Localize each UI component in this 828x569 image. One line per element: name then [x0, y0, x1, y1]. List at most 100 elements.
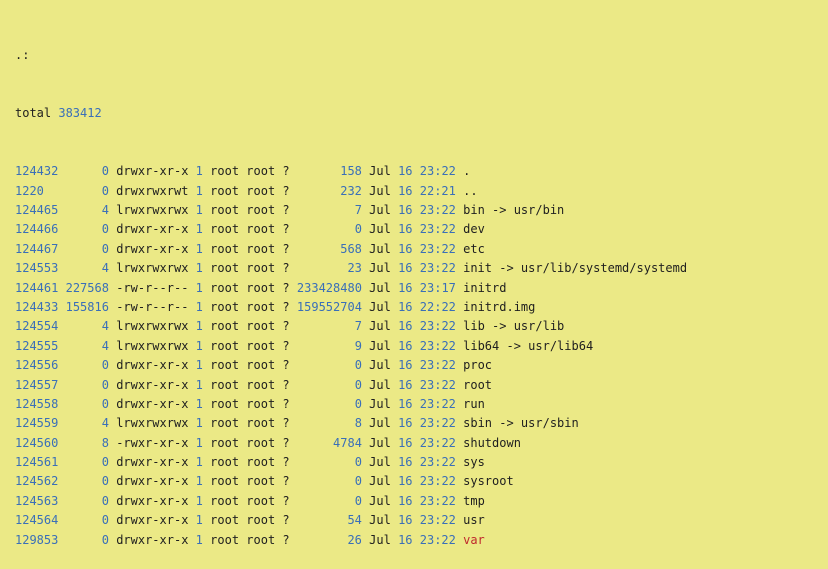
- month: Jul: [369, 222, 391, 237]
- month: Jul: [369, 203, 391, 217]
- file-name: sys: [463, 455, 485, 470]
- size: 4784: [333, 435, 362, 450]
- size: 8: [354, 416, 362, 431]
- permissions: lrwxrwxrwx: [116, 416, 189, 431]
- table-row: 124433 155816 -rw-r--r-- 1 root root ? 1…: [15, 298, 820, 317]
- file-name: dev: [463, 222, 485, 237]
- owner: root: [210, 396, 240, 411]
- owner: root: [210, 261, 240, 276]
- permissions: drwxr-xr-x: [116, 358, 189, 373]
- owner: root: [210, 435, 240, 450]
- permissions: drwxr-xr-x: [116, 513, 189, 528]
- month: Jul: [369, 416, 391, 431]
- size: 0: [354, 358, 362, 373]
- inode: 129853: [15, 532, 59, 547]
- day: 16: [398, 377, 413, 392]
- size: 26: [347, 532, 362, 547]
- security-context: ?: [282, 222, 290, 237]
- month: Jul: [369, 261, 391, 276]
- owner: root: [210, 241, 240, 256]
- blocks: 0: [101, 183, 109, 198]
- file-name: sysroot: [463, 474, 514, 489]
- terminal-output: .: total 383412 124432 0 drwxr-xr-x 1 ro…: [15, 7, 820, 569]
- day: 16: [398, 319, 413, 334]
- owner: root: [210, 416, 240, 431]
- inode: 124467: [15, 241, 59, 256]
- table-row: 124465 4 lrwxrwxrwx 1 root root ? 7 Jul …: [15, 201, 820, 220]
- table-row: 124564 0 drwxr-xr-x 1 root root ? 54 Jul…: [15, 511, 820, 530]
- links: 1: [195, 164, 203, 179]
- size: 0: [354, 474, 362, 489]
- blocks: 0: [101, 493, 109, 508]
- size: 568: [340, 241, 362, 256]
- group: root: [246, 280, 276, 295]
- owner: root: [210, 474, 240, 489]
- file-name: init -> usr/lib/systemd/systemd: [463, 261, 688, 276]
- group: root: [246, 532, 276, 547]
- table-row: 124467 0 drwxr-xr-x 1 root root ? 568 Ju…: [15, 240, 820, 259]
- day: 16: [398, 183, 413, 198]
- time: 23:22: [419, 164, 456, 179]
- size: 23: [347, 261, 362, 276]
- file-name: root: [463, 377, 493, 392]
- inode: 124559: [15, 416, 59, 431]
- links: 1: [195, 416, 203, 431]
- group: root: [246, 319, 276, 334]
- table-row: 124563 0 drwxr-xr-x 1 root root ? 0 Jul …: [15, 492, 820, 511]
- day: 16: [398, 513, 413, 528]
- day: 16: [398, 358, 413, 373]
- permissions: drwxr-xr-x: [116, 493, 189, 508]
- permissions: drwxr-xr-x: [116, 455, 189, 470]
- links: 1: [195, 377, 203, 392]
- file-name: lib -> usr/lib: [463, 319, 565, 334]
- inode: 124554: [15, 319, 59, 334]
- file-name: proc: [463, 358, 493, 373]
- owner: root: [210, 222, 240, 237]
- day: 16: [398, 416, 413, 431]
- permissions: drwxr-xr-x: [116, 164, 189, 179]
- blocks: 0: [101, 532, 109, 547]
- links: 1: [195, 222, 203, 237]
- size: 158: [340, 164, 362, 179]
- security-context: ?: [282, 513, 290, 528]
- month: Jul: [369, 280, 391, 295]
- owner: root: [210, 532, 240, 547]
- month: Jul: [369, 513, 391, 528]
- permissions: drwxr-xr-x: [116, 474, 189, 489]
- group: root: [246, 299, 276, 314]
- blocks: 0: [101, 377, 109, 392]
- file-name: usr: [463, 513, 485, 528]
- group: root: [246, 377, 276, 392]
- security-context: ?: [282, 416, 290, 431]
- day: 16: [398, 280, 413, 295]
- size: 7: [354, 203, 362, 217]
- blocks: 0: [101, 241, 109, 256]
- permissions: lrwxrwxrwx: [116, 319, 189, 334]
- group: root: [246, 493, 276, 508]
- security-context: ?: [282, 319, 290, 334]
- time: 23:22: [419, 203, 456, 217]
- time: 23:22: [419, 416, 456, 431]
- file-name: etc: [463, 241, 485, 256]
- month: Jul: [369, 338, 391, 353]
- permissions: -rw-r--r--: [116, 299, 189, 314]
- links: 1: [195, 532, 203, 547]
- file-name: shutdown: [463, 435, 521, 450]
- table-row: 124560 8 -rwxr-xr-x 1 root root ? 4784 J…: [15, 434, 820, 453]
- blocks: 0: [101, 455, 109, 470]
- links: 1: [195, 474, 203, 489]
- links: 1: [195, 280, 203, 295]
- table-row: 124461 227568 -rw-r--r-- 1 root root ? 2…: [15, 279, 820, 298]
- directory-header: .:: [15, 47, 30, 62]
- security-context: ?: [282, 493, 290, 508]
- links: 1: [195, 358, 203, 373]
- group: root: [246, 338, 276, 353]
- blocks: 227568: [65, 280, 109, 295]
- links: 1: [195, 455, 203, 470]
- day: 16: [398, 396, 413, 411]
- inode: 124560: [15, 435, 59, 450]
- group: root: [246, 455, 276, 470]
- file-name: tmp: [463, 493, 485, 508]
- day: 16: [398, 241, 413, 256]
- security-context: ?: [282, 164, 290, 179]
